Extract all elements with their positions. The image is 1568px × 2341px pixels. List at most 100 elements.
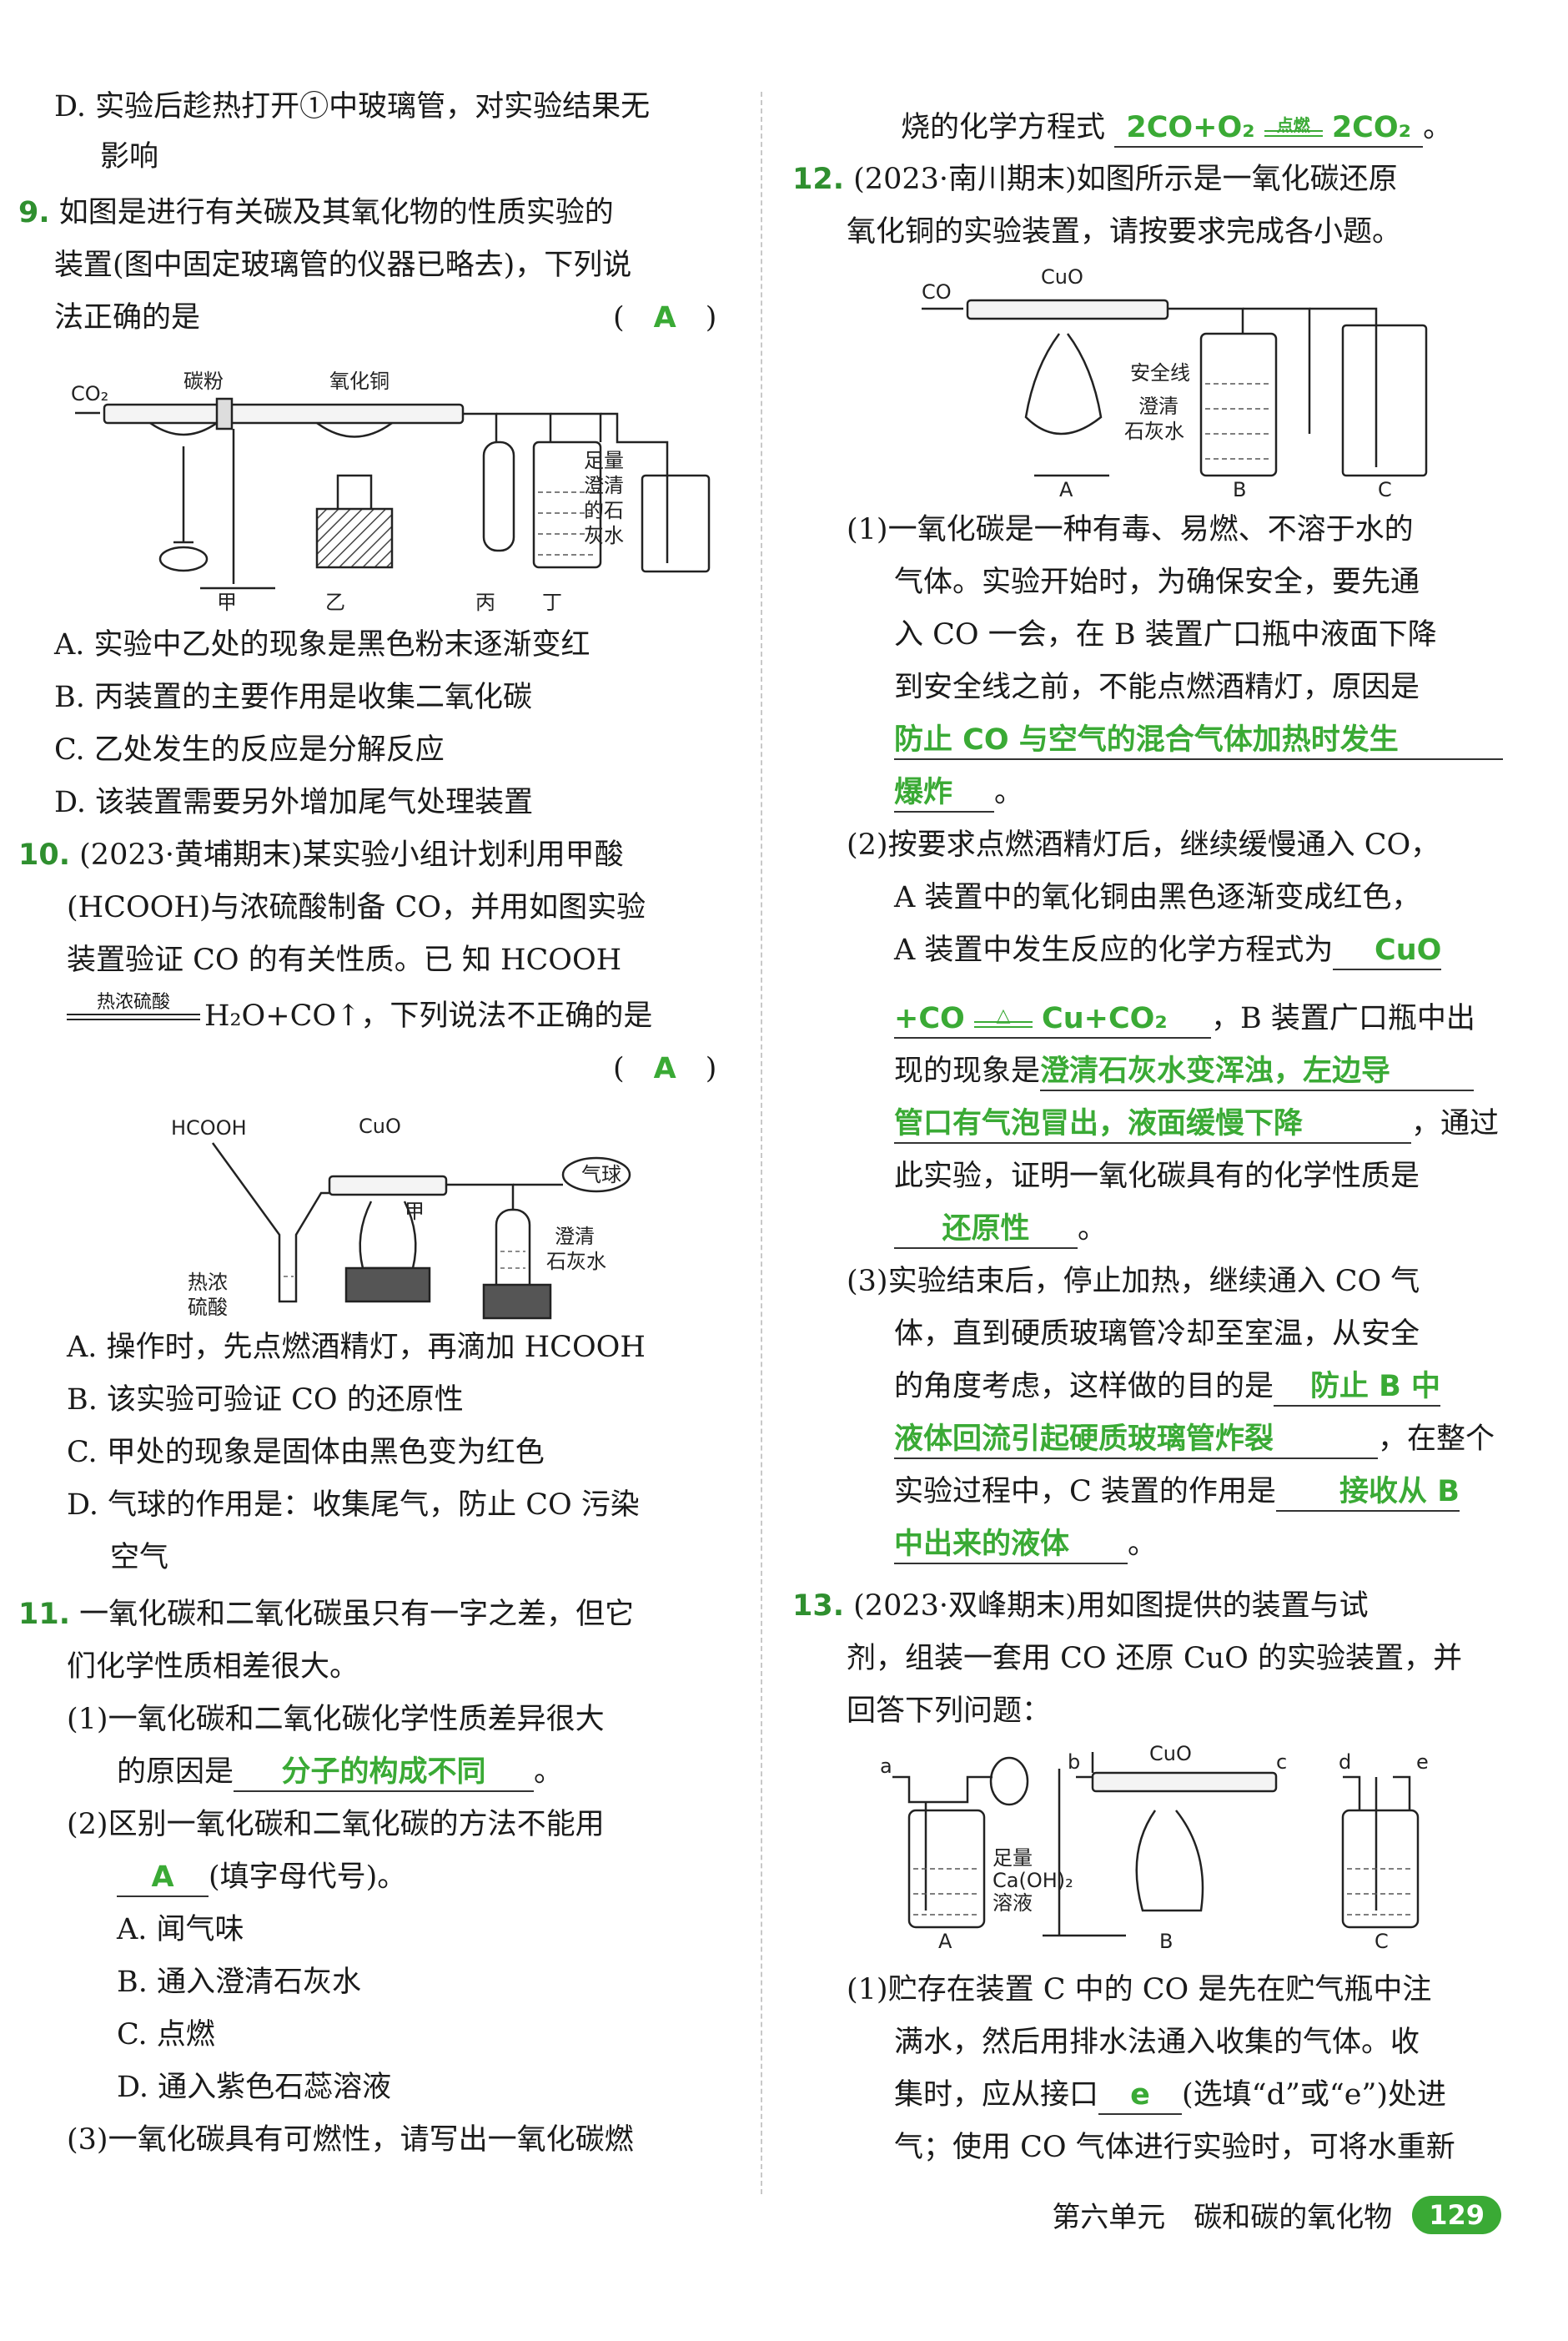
q10-option-b: B. 该实验可验证 CO 的还原性	[67, 1383, 464, 1417]
q11-part3: (3)一氧化碳具有可燃性，请写出一氧化碳燃	[67, 2123, 634, 2157]
q9-option-c: C. 乙处发生的反应是分解反应	[54, 733, 445, 767]
q12-part3-6: 中出来的液体。	[894, 1523, 1157, 1565]
q10-fig-acid1: 热浓	[188, 1271, 228, 1294]
q12-part2-5: 现的现象是澄清石灰水变浑浊，左边导	[894, 1050, 1475, 1092]
q9-number: 9.	[18, 196, 50, 229]
q11-option-b: B. 通入澄清石灰水	[117, 1966, 361, 1999]
q12-fig-a: A	[1059, 478, 1073, 501]
q10-stem-3: 装置验证 CO 的有关性质。已 知 HCOOH	[67, 944, 622, 977]
q10-option-d: D. 气球的作用是：收集尾气，防止 CO 污染	[67, 1488, 640, 1522]
q10-stem-4: H₂O+CO↑，下列说法不正确的是	[204, 999, 653, 1033]
q12-answer-2a: 澄清石灰水变浑浊，左边导	[1040, 1055, 1391, 1088]
q9-fig-lime2: 澄清	[584, 474, 624, 497]
q12-answer-3c: 接收从 B	[1339, 1475, 1460, 1508]
q10-option-a: A. 操作时，先点燃酒精灯，再滴加 HCOOH	[67, 1331, 646, 1364]
q13-fig-cuo: CuO	[1149, 1744, 1192, 1765]
page-number: 129	[1412, 2195, 1501, 2234]
q13-part1-4: 气；使用 CO 气体进行实验时，可将水重新	[894, 2131, 1455, 2164]
q12-part2-7: 此实验，证明一氧化碳具有的化学性质是	[894, 1160, 1420, 1193]
q11-option-c: C. 点燃	[117, 2018, 215, 2052]
q13-fig-c: c	[1276, 1750, 1287, 1774]
q13-fig-label-c: C	[1375, 1930, 1389, 1952]
q10-stem-1: 10. (2023·黄埔期末)某实验小组计划利用甲酸	[18, 838, 624, 872]
column-divider	[761, 92, 762, 2194]
q12-part3-4: 液体回流引起硬质玻璃管炸裂，在整个	[894, 1418, 1495, 1460]
q12-answer-2c: 还原性	[942, 1212, 1030, 1246]
q12-fig-lime2: 石灰水	[1124, 420, 1184, 443]
q11-option-d: D. 通入紫色石蕊溶液	[117, 2071, 392, 2104]
q9-fig-yi: 乙	[325, 591, 345, 614]
q9-answer-bracket: ( A )	[613, 301, 717, 335]
q13-fig-d: d	[1339, 1750, 1351, 1774]
q9-fig-lime3: 的石	[584, 499, 624, 522]
q10-fig-lime2: 石灰水	[546, 1250, 606, 1273]
q9-stem-3: 法正确的是	[54, 301, 201, 335]
q13-stem-3: 回答下列问题：	[847, 1694, 1052, 1728]
q10-stem-2: (HCOOH)与浓硫酸制备 CO，并用如图实验	[67, 891, 646, 924]
q11-answer-2: A	[151, 1860, 174, 1894]
q12-answer-1b: 爆炸	[894, 776, 953, 809]
q12-part1-1: (1)一氧化碳是一种有毒、易燃、不溶于水的	[847, 513, 1414, 546]
q12-answer-3a: 防止 B 中	[1309, 1370, 1441, 1403]
page-footer: 第六单元 碳和碳的氧化物 129	[1052, 2194, 1501, 2235]
q12-apparatus-figure: CO CuO 安全线 澄清 石灰水 A B C	[917, 267, 1435, 501]
q12-part1-2: 气体。实验开始时，为确保安全，要先通	[894, 566, 1420, 599]
q12-part3-5: 实验过程中，C 装置的作用是接收从 B	[894, 1471, 1460, 1513]
q11-part2-a: (2)区别一氧化碳和二氧化碳的方法不能用	[67, 1808, 605, 1841]
q12-part3-2: 体，直到硬质玻璃管冷却至室温，从安全	[894, 1317, 1420, 1351]
q11-eq-right: 2CO₂	[1331, 111, 1411, 144]
q9-stem-1: 9. 如图是进行有关碳及其氧化物的性质实验的	[18, 196, 614, 229]
q12-stem-2: 氧化铜的实验装置，请按要求完成各小题。	[847, 215, 1402, 249]
q9-fig-co2: CO₂	[71, 382, 108, 405]
q13-stem-1: 13. (2023·双峰期末)用如图提供的装置与试	[792, 1589, 1369, 1623]
q10-fig-acid2: 硫酸	[188, 1296, 228, 1319]
q11-stem-2: 们化学性质相差很大。	[67, 1650, 359, 1684]
q11-part3-cont: 烧的化学方程式 2CO+O₂ 点燃 2CO₂ 。	[901, 107, 1452, 149]
q9-fig-lime1: 足量	[584, 449, 624, 472]
q12-part2-4: +CO △ Cu+CO₂ ，B 装置广口瓶中出	[894, 998, 1475, 1040]
q11-part1-b: 的原因是分子的构成不同。	[117, 1751, 563, 1793]
q12-fig-lime1: 澄清	[1138, 395, 1179, 418]
q12-part1-4: 到安全线之前，不能点燃酒精灯，原因是	[894, 671, 1420, 704]
q10-answer-bracket: ( A )	[613, 1052, 717, 1085]
q12-part3-3: 的角度考虑，这样做的目的是防止 B 中	[894, 1366, 1441, 1407]
q10-fig-jia: 甲	[405, 1200, 425, 1223]
q10-eq-line2	[67, 1019, 200, 1020]
q13-answer-1: e	[1130, 2078, 1150, 2112]
q10-eq-condition: 热浓硫酸	[96, 992, 170, 1013]
q10-answer: A	[653, 1052, 676, 1085]
q11-part2-b: A(填字母代号)。	[117, 1856, 406, 1898]
q10-fig-hcooh: HCOOH	[171, 1116, 247, 1140]
q9-option-a: A. 实验中乙处的现象是黑色粉末逐渐变红	[54, 628, 591, 662]
q12-part2-1: (2)按要求点燃酒精灯后，继续缓慢通入 CO，	[847, 828, 1440, 862]
q12-eq-condition: △	[996, 1005, 1011, 1026]
q12-stem-1: 12. (2023·南川期末)如图所示是一氧化碳还原	[792, 163, 1398, 196]
footer-unit-title: 第六单元 碳和碳的氧化物	[1052, 2201, 1393, 2234]
q12-eq-left: +CO	[894, 1002, 965, 1035]
q12-fig-co: CO	[922, 280, 952, 304]
q13-fig-sol1: 足量	[993, 1846, 1033, 1870]
q12-part1-3: 入 CO 一会，在 B 装置广口瓶中液面下降	[894, 618, 1437, 652]
q8-option-d: D. 实验后趁热打开①中玻璃管，对实验结果无	[54, 90, 651, 123]
q9-option-b: B. 丙装置的主要作用是收集二氧化碳	[54, 681, 532, 714]
q9-fig-cuo: 氧化铜	[329, 370, 389, 393]
q10-number: 10.	[18, 838, 71, 872]
q9-stem-2: 装置(图中固定玻璃管的仪器已略去)，下列说	[54, 249, 632, 282]
q12-answer-3d: 中出来的液体	[894, 1528, 1070, 1561]
q9-answer: A	[653, 301, 676, 335]
q12-part3-1: (3)实验结束后，停止加热，继续通入 CO 气	[847, 1265, 1420, 1298]
q11-part1-a: (1)一氧化碳和二氧化碳化学性质差异很大	[67, 1703, 605, 1736]
q13-part1-1: (1)贮存在装置 C 中的 CO 是先在贮气瓶中注	[847, 1973, 1432, 2006]
q12-fig-c: C	[1378, 478, 1392, 501]
q9-fig-carbon: 碳粉	[183, 370, 224, 393]
q11-number: 11.	[18, 1598, 71, 1631]
q13-fig-label-a: A	[938, 1930, 952, 1952]
q13-fig-a: a	[880, 1754, 892, 1778]
q12-answer-2b: 管口有气泡冒出，液面缓慢下降	[894, 1107, 1304, 1140]
q12-fig-b: B	[1233, 478, 1246, 501]
q10-option-d-cont: 空气	[110, 1541, 169, 1574]
q13-part1-2: 满水，然后用排水法通入收集的气体。收	[894, 2026, 1420, 2059]
q9-fig-jia: 甲	[217, 591, 237, 614]
q13-number: 13.	[792, 1589, 845, 1623]
